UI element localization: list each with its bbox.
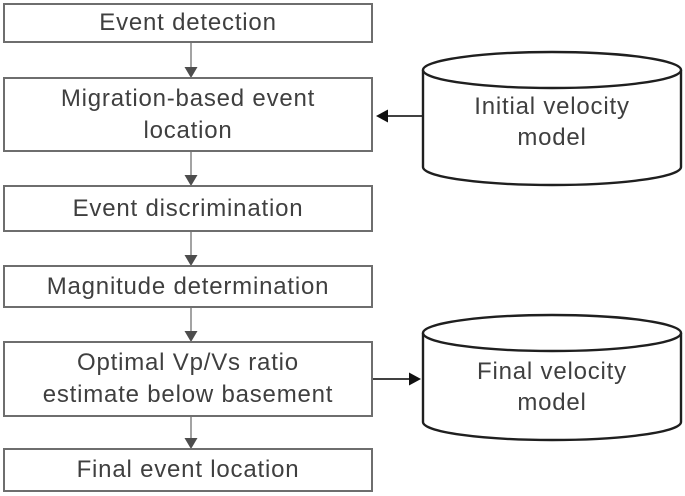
arrow-optimal-to-final-model	[373, 372, 421, 386]
flow-box-label: Final event location	[76, 456, 300, 483]
flow-box-final-event-location: Final event location	[3, 448, 373, 492]
down-arrow-4	[184, 308, 198, 342]
cylinder-label-line: Final velocity	[477, 358, 627, 385]
down-arrow-1	[184, 43, 198, 78]
down-arrow-5	[184, 417, 198, 449]
cylinder-final-velocity-model	[421, 313, 683, 442]
cylinder-label-initial-velocity-model: Initial velocity model	[423, 90, 681, 154]
cylinder-label-line: model	[517, 124, 587, 151]
cylinder-label-line: model	[517, 389, 587, 416]
cylinder-label-final-velocity-model: Final velocity model	[423, 355, 681, 419]
cylinder-initial-velocity-model	[421, 50, 683, 187]
arrow-initial-model-to-migration	[376, 109, 422, 123]
down-arrow-2	[184, 152, 198, 186]
flow-box-label: Event discrimination	[72, 194, 304, 222]
flow-box-optimal-vpvs-estimate: Optimal Vp/Vs ratio estimate below basem…	[3, 341, 373, 417]
flow-box-migration-event-location: Migration-based event location	[3, 77, 373, 152]
flow-box-label: Magnitude determination	[46, 272, 330, 300]
flow-box-label: Event detection	[99, 9, 277, 36]
flow-box-label-line: Optimal Vp/Vs ratio	[77, 349, 299, 376]
down-arrow-3	[184, 232, 198, 266]
flow-box-event-detection: Event detection	[3, 3, 373, 43]
flow-box-event-discrimination: Event discrimination	[3, 185, 373, 232]
flow-box-label-line: estimate below basement	[42, 381, 334, 408]
flow-box-label-line: Migration-based event	[60, 84, 316, 112]
flow-box-label-line: location	[143, 116, 233, 144]
flow-box-magnitude-determination: Magnitude determination	[3, 265, 373, 308]
cylinder-label-line: Initial velocity	[474, 93, 630, 120]
